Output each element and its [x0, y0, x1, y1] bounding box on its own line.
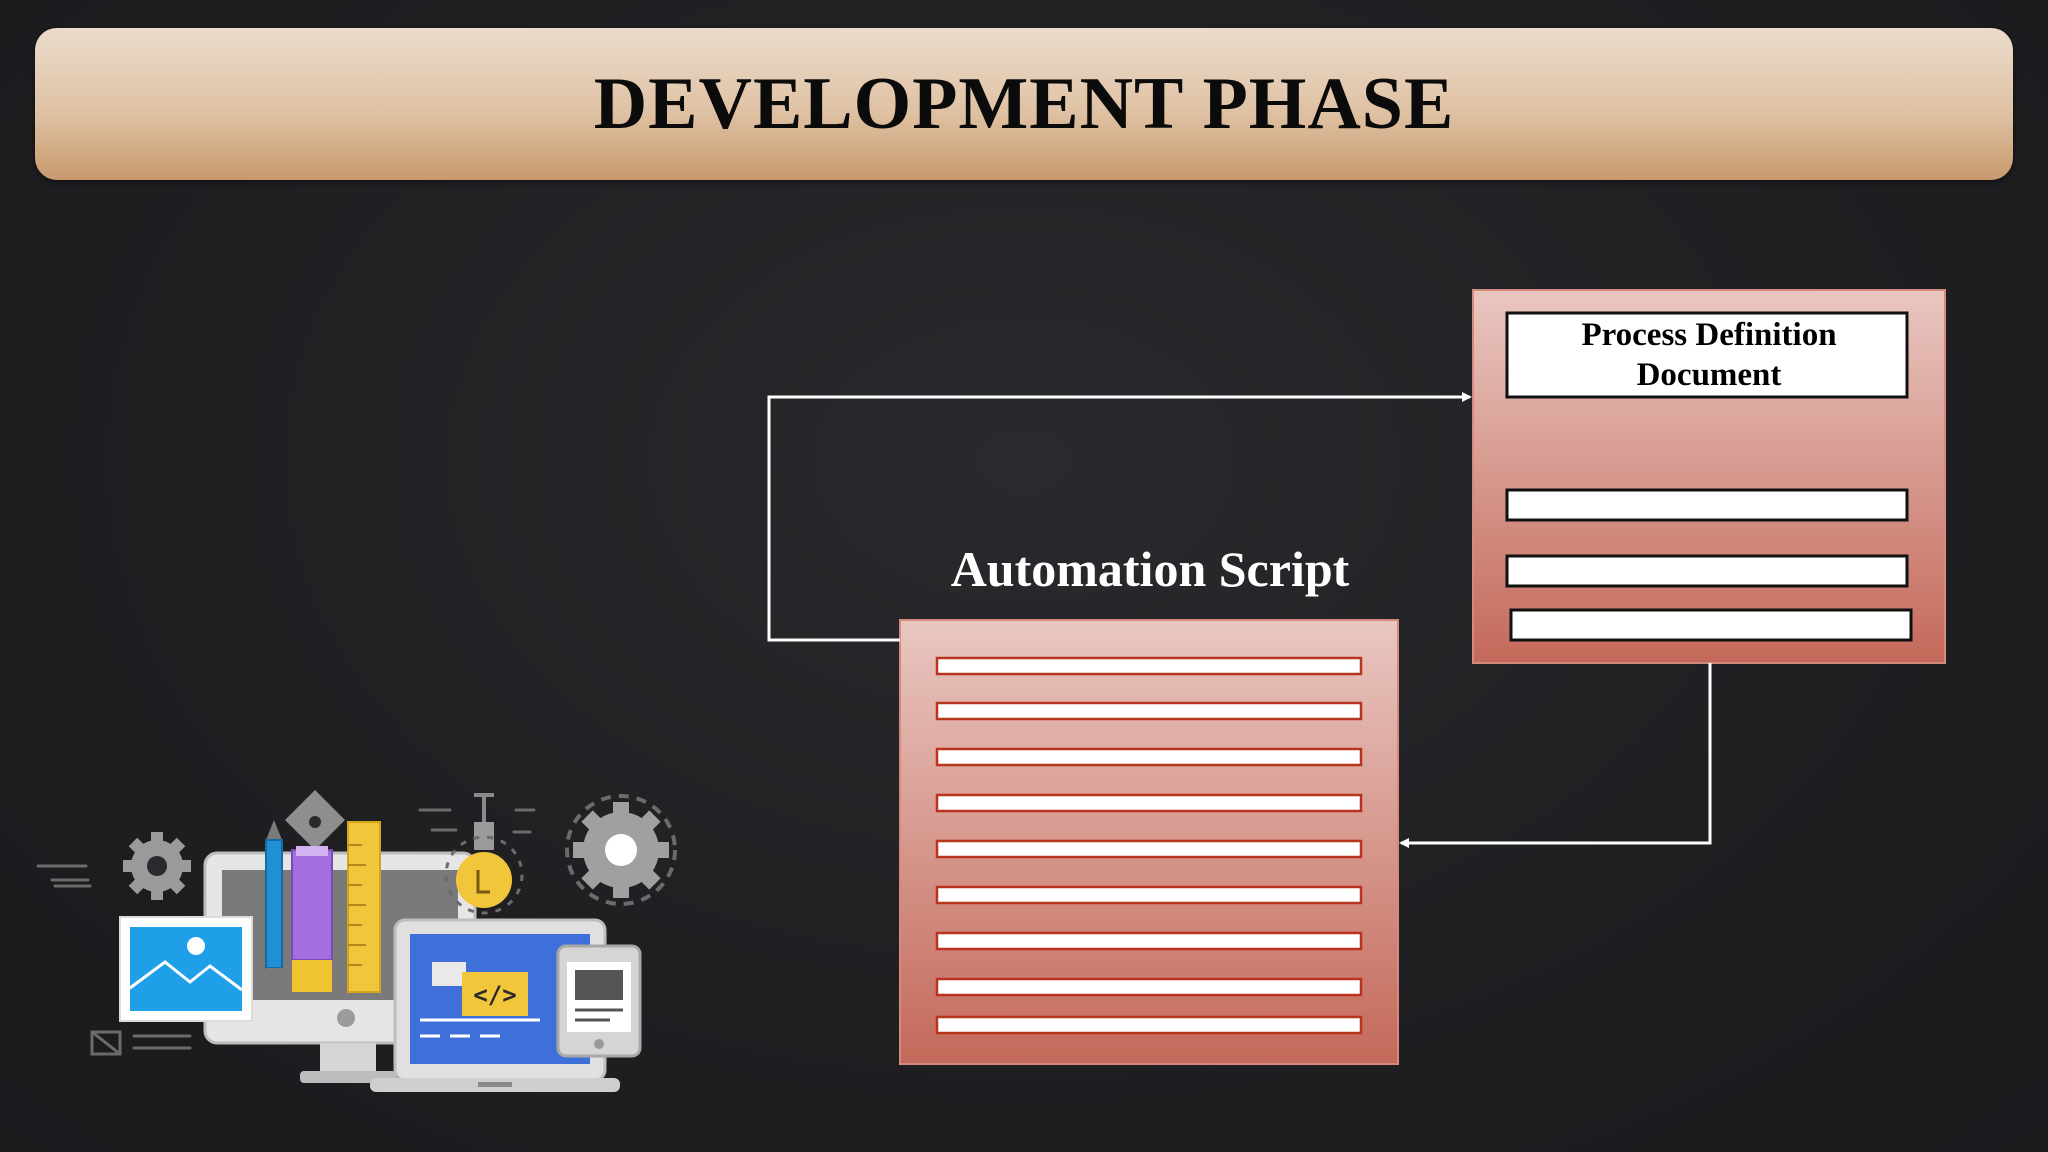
crop-icon [90, 1030, 122, 1056]
title-banner: DEVELOPMENT PHASE [35, 28, 2013, 180]
motion-lines [36, 864, 192, 1050]
script-line [935, 1015, 1363, 1035]
script-line [935, 747, 1363, 767]
gear-icon [565, 794, 677, 906]
dev-workspace-illustration: </> [36, 790, 677, 1092]
automation-script-label: Automation Script [950, 541, 1350, 597]
tablet-icon [556, 944, 642, 1058]
svg-text:</>: </> [473, 981, 516, 1009]
script-line [935, 839, 1363, 859]
marker-icon [291, 846, 333, 992]
script-line [935, 977, 1363, 997]
spark-lines [418, 808, 536, 834]
ruler-icon [347, 821, 381, 993]
gear-icon [123, 832, 191, 900]
script-line [935, 793, 1363, 813]
pdd-title-field [1505, 311, 1909, 399]
code-icon: </> [462, 972, 528, 1016]
connector-script-to-pdd [767, 392, 1472, 642]
pdd-field [1509, 608, 1913, 642]
pdd-field [1505, 488, 1909, 522]
connector-pdd-to-script [1399, 663, 1712, 848]
pencil-icon [265, 820, 283, 990]
page-title: DEVELOPMENT PHASE [593, 62, 1455, 145]
automation-script-lines [935, 656, 1363, 1035]
script-line [935, 885, 1363, 905]
script-line [935, 931, 1363, 951]
process-definition-label: Process Definition Document [1581, 317, 1837, 393]
image-icon [119, 916, 253, 1022]
pdd-field [1505, 554, 1909, 588]
lightbulb-icon [444, 793, 524, 915]
script-line [935, 701, 1363, 721]
script-line [935, 656, 1363, 676]
